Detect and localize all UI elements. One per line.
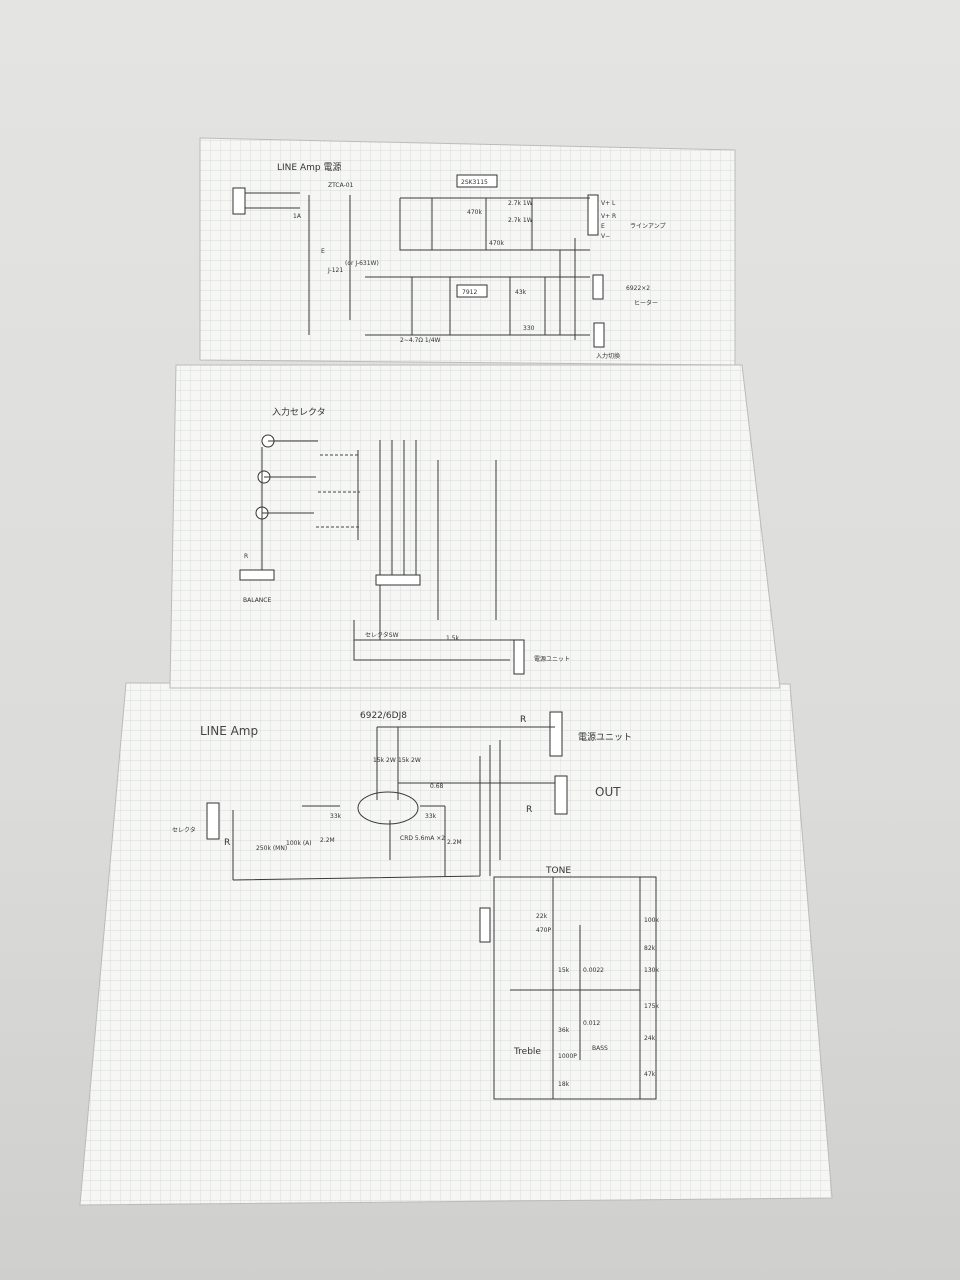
fuse-label: 1A — [293, 213, 302, 220]
selector-switch-label: セレクタSW — [365, 631, 399, 639]
tone-value: 175k — [644, 1003, 659, 1010]
power-unit-label: 電源ユニット — [534, 655, 570, 663]
output-cap: 0.68 — [430, 783, 444, 790]
sheet-input-selector: 入力セレクタ R BALANCE セレクタSW 1.5k 電源ユニット — [169, 364, 781, 689]
led-resistor: 1.5k — [446, 635, 460, 642]
balance-connector — [239, 569, 275, 581]
input-connector — [206, 802, 220, 840]
grid-resistor-2: 33k — [425, 813, 437, 820]
heater-connector — [592, 274, 604, 300]
terminal-label: V+ L — [601, 200, 616, 207]
plate-resistor-2: 15k 2W — [398, 757, 421, 764]
power-unit-label: 電源ユニット — [578, 732, 632, 743]
r-label: R — [526, 805, 532, 815]
sheet-line-amp: LINE Amp 6922/6DJ8 R 電源ユニット OUT R セレクタ R… — [79, 682, 833, 1206]
balance-label: BALANCE — [243, 597, 271, 604]
lineamp-connector — [587, 194, 599, 236]
grid-resistor-1: 33k — [330, 813, 342, 820]
tone-value: 15k — [558, 967, 570, 974]
input-switch-label: 入力切換 — [596, 352, 620, 360]
transformer-1: ZTCA-01 — [328, 182, 354, 189]
lineamp-label: ラインアンプ — [630, 223, 666, 230]
regulator-box — [456, 284, 488, 298]
transformer-2-alt: (or J-631W) — [345, 260, 379, 267]
bleed-resistor: 470k — [489, 240, 504, 247]
tone-value: 130k — [644, 967, 659, 974]
fet-box — [456, 174, 498, 188]
out-connector — [554, 775, 568, 815]
tube-symbol — [357, 791, 419, 825]
line-amp-title: LINE Amp — [200, 724, 258, 738]
tone-value: 18k — [558, 1081, 570, 1088]
balance-pot: 250k (MN) — [256, 845, 287, 852]
tone-value: 0.012 — [583, 1020, 600, 1027]
r-label: R — [244, 553, 248, 560]
transformer-2: J-121 — [327, 267, 343, 274]
tone-value: 47k — [644, 1071, 656, 1078]
tone-value: 470P — [536, 927, 551, 934]
out-resistor-r: 2.7k 1W — [508, 217, 533, 224]
tone-value: 36k — [558, 1027, 570, 1034]
out-label: OUT — [595, 785, 621, 799]
fet-label: 2SK3115 — [461, 179, 488, 186]
treble-label: Treble — [513, 1047, 541, 1057]
r-label: R — [224, 838, 230, 848]
terminal-label: V+ R — [601, 213, 616, 220]
plate-resistor-1: 15k 2W — [373, 757, 396, 764]
tone-connector — [479, 907, 491, 943]
power-connector — [549, 711, 563, 757]
tone-value: 22k — [536, 913, 548, 920]
ac-inlet — [232, 187, 246, 215]
tone-value: 24k — [644, 1035, 656, 1042]
regulator-label: 7912 — [462, 289, 477, 296]
grid-leak-2: 2.2M — [447, 839, 462, 846]
r-label: R — [520, 715, 526, 725]
grid-leak-1: 2.2M — [320, 837, 335, 844]
terminal-label: E — [601, 223, 605, 230]
tube-label: 6922/6DJ8 — [360, 711, 407, 721]
tone-network — [493, 876, 657, 1100]
ground-label: E — [321, 248, 325, 255]
resistor-330: 330 — [523, 325, 535, 332]
resistor-43k: 43k — [515, 289, 527, 296]
terminal-label: V− — [601, 233, 610, 240]
tone-value: 100k — [644, 917, 659, 924]
bass-label: BASS — [592, 1045, 608, 1052]
heater-tube-label: 6922×2 — [626, 285, 650, 292]
tone-value: 0.0022 — [583, 967, 604, 974]
volume-pot: 100k (A) — [286, 840, 312, 847]
switch-connector — [593, 322, 605, 348]
power-title: LINE Amp 電源 — [277, 162, 341, 173]
selector-label: セレクタ — [172, 826, 196, 834]
tone-value: 82k — [644, 945, 656, 952]
selector-title: 入力セレクタ — [272, 406, 326, 418]
selector-connector — [375, 574, 421, 586]
crd-label: CRD 5.6mA ×2 — [400, 835, 445, 842]
gate-resistor: 470k — [467, 209, 482, 216]
series-resistor: 2∼4.7Ω 1/4W — [400, 337, 441, 344]
tone-value: 1000P — [558, 1053, 577, 1060]
power-connector — [513, 639, 525, 675]
out-resistor-l: 2.7k 1W — [508, 200, 533, 207]
sheet-power-supply: LINE Amp 電源 ZTCA-01 J-121 (or J-631W) 1A… — [199, 137, 736, 366]
tone-title: TONE — [545, 866, 571, 876]
heater-label: ヒーター — [634, 299, 658, 307]
